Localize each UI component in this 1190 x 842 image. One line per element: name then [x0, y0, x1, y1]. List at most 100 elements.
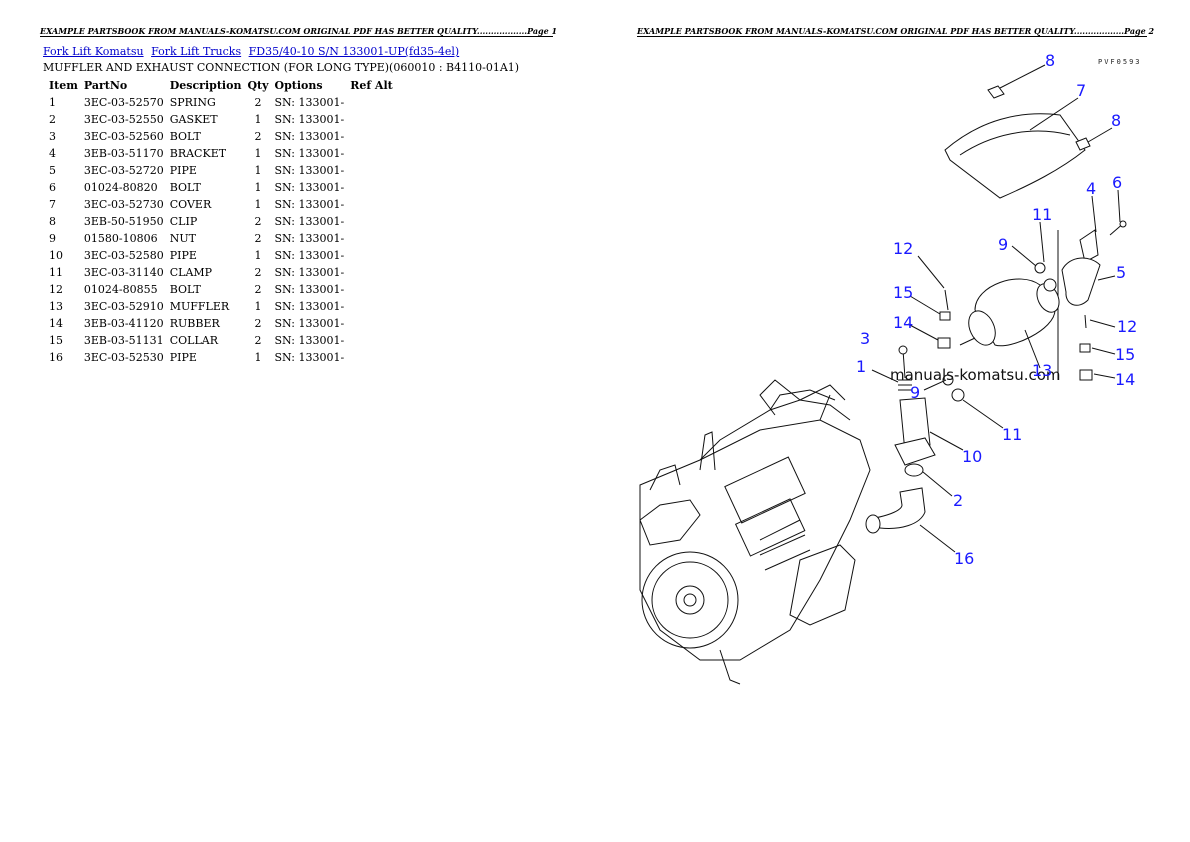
section-title: MUFFLER AND EXHAUST CONNECTION (FOR LONG… [43, 61, 520, 74]
cell-partno: 3EC-03-31140 [83, 266, 164, 279]
cell-options: SN: 133001- [274, 317, 345, 330]
cell-ref-alt [347, 332, 396, 349]
cell-ref-alt [347, 298, 396, 315]
callout-15: 15 [893, 283, 913, 302]
breadcrumb: Fork Lift Komatsu Fork Lift Trucks FD35/… [43, 45, 463, 58]
cell-description: PIPE [169, 351, 197, 364]
cell-options: SN: 133001- [274, 249, 345, 262]
cell-qty: 1 [254, 164, 262, 177]
cell-description: SPRING [169, 96, 216, 109]
page2-header: EXAMPLE PARTSBOOK FROM MANUALS-KOMATSU.C… [637, 26, 1155, 37]
cell-item: 15 [49, 334, 63, 347]
cell-partno: 3EC-03-52560 [83, 130, 164, 143]
table-row: 14 3EB-03-41120 RUBBER 2 SN: 133001- [43, 315, 396, 332]
callout-11: 11 [1002, 425, 1022, 444]
nut-9-and-clamp-11 [942, 262, 1057, 402]
cell-partno: 3EC-03-52530 [83, 351, 164, 364]
cell-description: CLIP [169, 215, 198, 228]
cell-ref-alt [347, 196, 396, 213]
cell-qty: 2 [254, 130, 262, 143]
callout-14: 14 [1115, 370, 1135, 389]
col-header-options: Options [274, 79, 323, 92]
cell-options: SN: 133001- [274, 351, 345, 364]
cell-partno: 01024-80855 [83, 283, 158, 296]
diagram-code: PVF0593 [1098, 58, 1142, 66]
pipe-10 [894, 397, 936, 466]
breadcrumb-link-fork-lift-komatsu[interactable]: Fork Lift Komatsu [43, 45, 144, 58]
cell-item: 10 [49, 249, 63, 262]
cell-partno: 3EC-03-52550 [83, 113, 164, 126]
cell-item: 13 [49, 300, 63, 313]
cell-description: CLAMP [169, 266, 213, 279]
callout-10: 10 [962, 447, 982, 466]
cell-ref-alt [347, 111, 396, 128]
cell-qty: 2 [254, 317, 262, 330]
cell-item: 1 [49, 96, 56, 109]
cell-qty: 1 [254, 147, 262, 160]
cell-ref-alt [347, 128, 396, 145]
cell-ref-alt [347, 94, 396, 111]
col-header-item: Item [49, 79, 78, 92]
parts-table-header: Item PartNo Description Qty Options Ref … [43, 77, 396, 94]
cell-qty: 1 [254, 198, 262, 211]
bolt-3-spring-1 [898, 345, 912, 391]
cell-ref-alt [347, 281, 396, 298]
page1-header: EXAMPLE PARTSBOOK FROM MANUALS-KOMATSU.C… [40, 26, 558, 37]
cell-description: BOLT [169, 181, 201, 194]
cell-partno: 3EC-03-52580 [83, 249, 164, 262]
cell-partno: 3EC-03-52730 [83, 198, 164, 211]
cell-item: 8 [49, 215, 56, 228]
cell-options: SN: 133001- [274, 283, 345, 296]
cell-description: BOLT [169, 130, 201, 143]
cell-item: 2 [49, 113, 56, 126]
cell-qty: 1 [254, 300, 262, 313]
col-header-qty: Qty [247, 79, 269, 92]
callout-1: 1 [856, 357, 866, 376]
breadcrumb-link-fork-lift-trucks[interactable]: Fork Lift Trucks [151, 45, 242, 58]
cell-ref-alt [347, 145, 396, 162]
cell-ref-alt [347, 264, 396, 281]
callout-7: 7 [1076, 81, 1086, 100]
cell-item: 9 [49, 232, 56, 245]
cell-options: SN: 133001- [274, 130, 345, 143]
watermark: manuals-komatsu.com [890, 366, 1061, 384]
callout-4: 4 [1086, 179, 1096, 198]
cell-qty: 2 [254, 266, 262, 279]
cell-description: PIPE [169, 164, 197, 177]
table-row: 2 3EC-03-52550 GASKET 1 SN: 133001- [43, 111, 396, 128]
callout-6: 6 [1112, 173, 1122, 192]
cell-qty: 1 [254, 181, 262, 194]
cell-qty: 1 [254, 113, 262, 126]
col-header-ref-alt: Ref Alt [350, 79, 393, 92]
cell-item: 6 [49, 181, 56, 194]
cell-partno: 3EB-50-51950 [83, 215, 164, 228]
cell-options: SN: 133001- [274, 300, 345, 313]
cell-partno: 3EC-03-52720 [83, 164, 164, 177]
cell-options: SN: 133001- [274, 113, 345, 126]
cell-qty: 2 [254, 215, 262, 228]
cell-description: RUBBER [169, 317, 220, 330]
cell-partno: 01024-80820 [83, 181, 158, 194]
cell-partno: 3EB-03-41120 [83, 317, 164, 330]
callout-12: 12 [1117, 317, 1137, 336]
leader-lines [871, 64, 1121, 553]
cell-qty: 2 [254, 283, 262, 296]
callout-9: 9 [910, 383, 920, 402]
cell-partno: 3EB-03-51170 [83, 147, 164, 160]
cell-item: 14 [49, 317, 63, 330]
cell-qty: 2 [254, 334, 262, 347]
cell-qty: 1 [254, 351, 262, 364]
cell-item: 3 [49, 130, 56, 143]
exploded-parts-diagram: PVF0593 [639, 51, 1142, 685]
cell-description: MUFFLER [169, 300, 230, 313]
cell-partno: 3EC-03-52910 [83, 300, 164, 313]
callout-13: 13 [1032, 361, 1052, 380]
cell-description: GASKET [169, 113, 218, 126]
cell-options: SN: 133001- [274, 232, 345, 245]
breadcrumb-link-model[interactable]: FD35/40-10 S/N 133001-UP(fd35-4el) [248, 45, 460, 58]
callout-3: 3 [860, 329, 870, 348]
cell-options: SN: 133001- [274, 266, 345, 279]
